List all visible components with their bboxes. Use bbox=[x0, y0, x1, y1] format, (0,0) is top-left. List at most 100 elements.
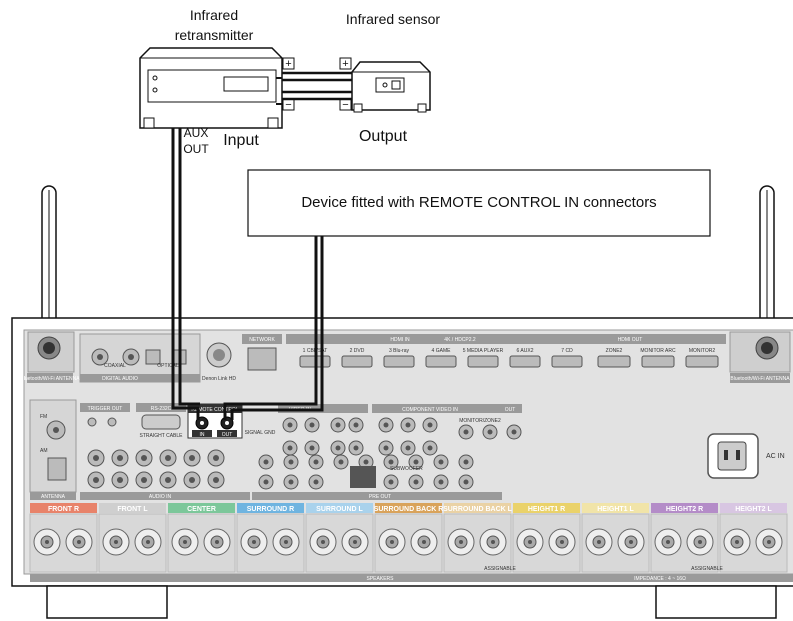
speaker-terminal-hole bbox=[353, 540, 357, 544]
component-video-in-text: COMPONENT VIDEO IN bbox=[402, 407, 458, 413]
speaker-terminal-hole bbox=[528, 540, 532, 544]
hdmi-out-label: ZONE2 bbox=[606, 348, 623, 354]
audio-in-jack-core bbox=[213, 455, 219, 461]
video-jack-core bbox=[287, 445, 293, 451]
hdmi-out-label: MONITOR ARC bbox=[640, 348, 676, 354]
hdmi-in-port bbox=[383, 355, 415, 368]
remote-device-box: Device fitted with REMOTE CONTROL IN con… bbox=[247, 169, 711, 237]
speaker-group-header bbox=[168, 503, 235, 513]
speaker-terminal-hole bbox=[45, 540, 49, 544]
video-jack-core bbox=[335, 422, 341, 428]
audio-in-jack-core bbox=[141, 477, 147, 483]
speaker-group-header bbox=[375, 503, 442, 513]
hdmi-out-port bbox=[685, 355, 719, 368]
hdmi-in-port bbox=[551, 355, 583, 368]
subwoofer-text: SUBWOOFER bbox=[390, 466, 423, 472]
speaker-terminal-hole bbox=[491, 540, 495, 544]
pre-out-jack-core bbox=[313, 479, 319, 485]
audio-in-jacks bbox=[87, 449, 225, 489]
speaker-terminal-hole bbox=[629, 540, 633, 544]
speaker-group-header bbox=[720, 503, 787, 513]
speaker-terminal-hole bbox=[114, 540, 118, 544]
trigger-out-text: TRIGGER OUT bbox=[88, 406, 123, 412]
speaker-terminal-hole bbox=[767, 540, 771, 544]
coaxial-text: COAXIAL bbox=[104, 363, 126, 369]
aux-label-line1: AUX bbox=[184, 126, 209, 140]
antenna-right-text: Bluetooth/Wi-Fi ANTENNA bbox=[730, 376, 790, 382]
pre-out-text: PRE OUT bbox=[369, 494, 391, 500]
speaker-group-header bbox=[513, 503, 580, 513]
speaker-terminal-hole bbox=[321, 540, 325, 544]
audio-in-jack-core bbox=[117, 455, 123, 461]
speaker-group-label: FRONT L bbox=[117, 506, 148, 513]
remote-control-text: REMOTE CONTROL bbox=[191, 407, 238, 413]
rs232c-text: RS-232C bbox=[151, 406, 172, 412]
infrared-sensor bbox=[351, 61, 431, 113]
hdmi-out-label: MONITOR2 bbox=[689, 348, 716, 354]
speaker-group-label: CENTER bbox=[187, 506, 216, 513]
pre-out-jack-core bbox=[463, 479, 469, 485]
video-jack-core bbox=[309, 422, 315, 428]
speaker-group-header bbox=[582, 503, 649, 513]
audio-in-jack-core bbox=[189, 477, 195, 483]
antenna-text: ANTENNA bbox=[41, 494, 66, 500]
signal-gnd-text: SIGNAL GND bbox=[245, 430, 276, 436]
rc-in-text: IN bbox=[200, 432, 205, 438]
rc-out-text: OUT bbox=[222, 432, 233, 438]
hdmi-in-port bbox=[467, 355, 499, 368]
digital-audio-text: DIGITAL AUDIO bbox=[102, 376, 138, 382]
plus-mark-left: + bbox=[285, 58, 291, 70]
video-jack-core bbox=[309, 445, 315, 451]
plus-mark-right: + bbox=[342, 58, 348, 70]
retransmitter-label-line1: Infrared bbox=[190, 7, 238, 23]
preout-jacks bbox=[258, 454, 474, 490]
video-jack-core bbox=[463, 429, 469, 435]
video-jack-core bbox=[511, 429, 517, 435]
output-label: Output bbox=[359, 128, 408, 145]
pre-out-jack-core bbox=[463, 459, 469, 465]
video-jack-core bbox=[353, 422, 359, 428]
audio-in-jack-core bbox=[213, 477, 219, 483]
speaker-terminal-hole bbox=[560, 540, 564, 544]
pre-out-jack-core bbox=[413, 459, 419, 465]
hdmi-out-port bbox=[641, 355, 675, 368]
speaker-group-header bbox=[306, 503, 373, 513]
straight-cable-text: STRAIGHT CABLE bbox=[140, 433, 184, 439]
video-jack-core bbox=[335, 445, 341, 451]
pre-out-jack-core bbox=[338, 459, 344, 465]
pre-out-jack-core bbox=[438, 479, 444, 485]
hdmi-in-port bbox=[425, 355, 457, 368]
speaker-group-header bbox=[99, 503, 166, 513]
speaker-group-label: HEIGHT2 R bbox=[666, 506, 703, 513]
speaker-terminal-hole bbox=[459, 540, 463, 544]
pre-out-jack-core bbox=[413, 479, 419, 485]
denon-link-text: Denon Link HD bbox=[202, 376, 236, 382]
speaker-group-header bbox=[237, 503, 304, 513]
monitor-zone2-text: MONITOR/ZONE2 bbox=[459, 418, 501, 424]
fm-text: FM bbox=[40, 414, 47, 420]
pre-out-jack-core bbox=[388, 479, 394, 485]
component-video-out-text: OUT bbox=[505, 407, 516, 413]
hdmi-in-label: 7 CD bbox=[561, 348, 573, 354]
speaker-group-label: SURROUND R bbox=[247, 506, 294, 513]
video-jack-core bbox=[383, 445, 389, 451]
hdmi-in-label: 5 MEDIA PLAYER bbox=[463, 348, 504, 354]
sensor-cables bbox=[282, 71, 352, 101]
speaker-terminal-hole bbox=[698, 540, 702, 544]
video-jack-core bbox=[353, 445, 359, 451]
speaker-terminal-hole bbox=[252, 540, 256, 544]
speaker-terminal-hole bbox=[183, 540, 187, 544]
speaker-terminal-hole bbox=[146, 540, 150, 544]
hdmi-out-port bbox=[597, 355, 631, 368]
pre-out-jack-core bbox=[388, 459, 394, 465]
polarity-marks: + − + − bbox=[282, 57, 352, 111]
audio-in-jack-core bbox=[93, 477, 99, 483]
speaker-terminal-hole bbox=[390, 540, 394, 544]
speaker-terminal-hole bbox=[215, 540, 219, 544]
sensor-label: Infrared sensor bbox=[346, 11, 440, 27]
pre-out-jack-core bbox=[313, 459, 319, 465]
ac-in-text: AC IN bbox=[766, 453, 785, 460]
speaker-group-label: HEIGHT1 L bbox=[597, 506, 634, 513]
speaker-group-label: HEIGHT2 L bbox=[735, 506, 772, 513]
